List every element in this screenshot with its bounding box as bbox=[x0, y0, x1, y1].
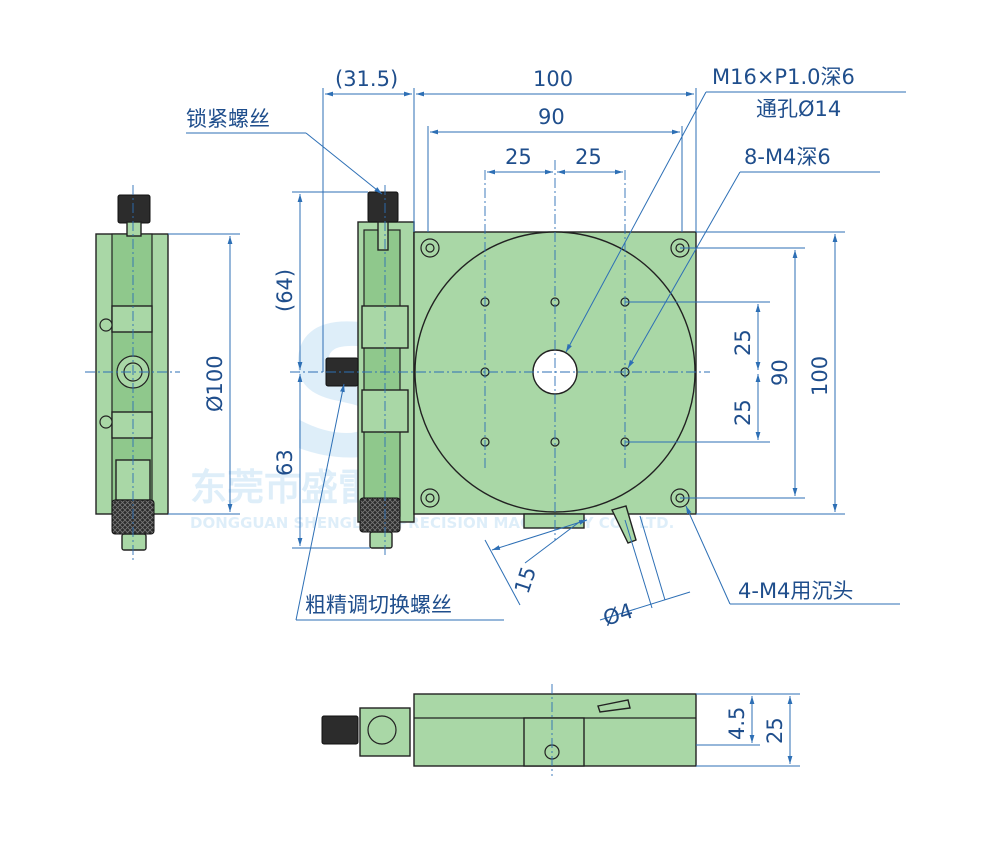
dim-height-64: (64) bbox=[273, 269, 297, 312]
micrometer-knob bbox=[359, 497, 401, 533]
side-view-knob bbox=[321, 715, 359, 745]
dim-side-4-5: 4.5 bbox=[725, 707, 749, 740]
callout-lock-screw: 锁紧螺丝 bbox=[186, 107, 270, 131]
dim-right-90: 90 bbox=[768, 359, 792, 386]
dim-right-25-a: 25 bbox=[731, 329, 755, 356]
dim-height-63: 63 bbox=[273, 449, 297, 476]
dim-right-25-b: 25 bbox=[731, 399, 755, 426]
left-view-top-knob bbox=[117, 194, 151, 224]
dim-right-100: 100 bbox=[808, 356, 832, 396]
dim-pitch-25-a: 25 bbox=[505, 145, 532, 169]
corner-holes bbox=[420, 238, 690, 508]
callout-counterbore: 4-M4用沉头 bbox=[738, 579, 853, 603]
dim-side-25: 25 bbox=[763, 717, 787, 744]
lock-screw-knob bbox=[367, 191, 399, 223]
dim-pitch-25-b: 25 bbox=[575, 145, 602, 169]
callout-center-through: 通孔Ø14 bbox=[756, 97, 841, 121]
dim-offset-31-5: (31.5) bbox=[335, 67, 398, 91]
dim-diameter-4: Ø4 bbox=[600, 599, 636, 631]
dim-width-100: 100 bbox=[533, 67, 573, 91]
watermark-company-en: DONGGUAN SHENGLING PRECISION MACHINERY C… bbox=[190, 514, 674, 532]
callout-center-hole-thread: M16×P1.0深6 bbox=[712, 65, 855, 89]
dim-offset-15: 15 bbox=[510, 564, 541, 597]
lock-lever bbox=[611, 505, 637, 544]
dim-width-90: 90 bbox=[538, 105, 565, 129]
callout-mount-holes: 8-M4深6 bbox=[744, 145, 831, 169]
left-side-view: Ø100 bbox=[85, 185, 240, 560]
dim-diameter-100: Ø100 bbox=[203, 355, 227, 412]
front-view: (31.5) 100 90 25 25 (64) 63 25 25 90 100 bbox=[186, 65, 906, 631]
bottom-side-view: 4.5 25 bbox=[321, 684, 800, 776]
callout-switch-screw: 粗精调切换螺丝 bbox=[305, 593, 452, 617]
